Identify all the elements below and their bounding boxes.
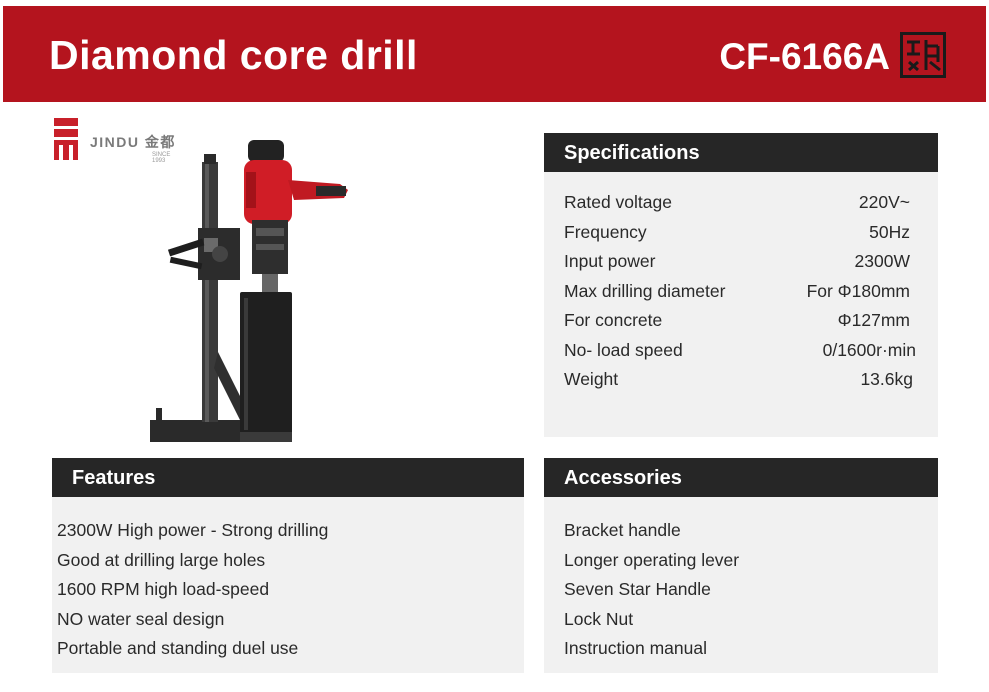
spec-label: Frequency bbox=[564, 221, 647, 242]
accessories-list: Bracket handle Longer operating lever Se… bbox=[544, 516, 938, 664]
spec-label: Max drilling diameter bbox=[564, 280, 726, 301]
spec-row: Weight 13.6kg bbox=[544, 365, 938, 395]
spec-value: 50Hz bbox=[869, 221, 910, 242]
spec-row: Max drilling diameter For Φ180mm bbox=[544, 277, 938, 307]
spec-value: For Φ180mm bbox=[806, 280, 910, 301]
spec-row: Rated voltage 220V~ bbox=[544, 188, 938, 218]
brand-name: JINDU 金都 bbox=[90, 134, 176, 150]
brand-seal-icon bbox=[900, 32, 946, 78]
model-number: CF-6166A bbox=[719, 36, 890, 77]
spec-label: Weight bbox=[564, 369, 619, 389]
jindu-logo-icon bbox=[54, 118, 78, 160]
brand-since: SINCE 1993 bbox=[152, 152, 171, 164]
list-item: 2300W High power - Strong drilling bbox=[57, 520, 329, 540]
specifications-panel: Specifications Rated voltage 220V~ Frequ… bbox=[544, 133, 938, 437]
list-item: Bracket handle bbox=[564, 520, 681, 540]
spec-value: 0/1600r·min bbox=[822, 339, 916, 360]
list-item: Longer operating lever bbox=[564, 549, 740, 570]
spec-label: Input power bbox=[564, 251, 656, 271]
features-list: 2300W High power - Strong drilling Good … bbox=[52, 516, 524, 664]
list-item: NO water seal design bbox=[57, 608, 225, 629]
features-panel: Features 2300W High power - Strong drill… bbox=[52, 458, 524, 673]
spec-value: 220V~ bbox=[858, 192, 910, 212]
page-title: Diamond core drill bbox=[49, 32, 418, 78]
specifications-heading: Specifications bbox=[544, 133, 938, 172]
accessories-panel: Accessories Bracket handle Longer operat… bbox=[544, 458, 938, 673]
spec-value: 2300W bbox=[854, 251, 910, 271]
spec-row: Frequency 50Hz bbox=[544, 218, 938, 248]
list-item: Seven Star Handle bbox=[564, 579, 711, 599]
spec-label: For concrete bbox=[564, 310, 663, 330]
header-banner: Diamond core drill CF-6166A bbox=[3, 6, 986, 102]
core-drill-product-image bbox=[150, 140, 348, 442]
spec-row: No- load speed 0/1600r·min bbox=[544, 336, 938, 366]
specifications-table: Rated voltage 220V~ Frequency 50Hz Input… bbox=[544, 188, 938, 395]
spec-label: No- load speed bbox=[564, 339, 683, 360]
spec-row: Input power 2300W bbox=[544, 247, 938, 277]
spec-label: Rated voltage bbox=[564, 192, 672, 212]
list-item: Lock Nut bbox=[564, 608, 634, 629]
features-heading: Features bbox=[52, 458, 524, 497]
list-item: Instruction manual bbox=[564, 638, 707, 658]
accessories-heading: Accessories bbox=[544, 458, 938, 497]
brand-logo: JINDU 金都 SINCE 1993 bbox=[54, 118, 184, 164]
spec-row: For concrete Φ127mm bbox=[544, 306, 938, 336]
list-item: Good at drilling large holes bbox=[57, 549, 266, 570]
list-item: 1600 RPM high load-speed bbox=[57, 579, 270, 599]
list-item: Portable and standing duel use bbox=[57, 638, 299, 658]
spec-value: 13.6kg bbox=[860, 369, 913, 389]
spec-value: Φ127mm bbox=[837, 310, 910, 330]
